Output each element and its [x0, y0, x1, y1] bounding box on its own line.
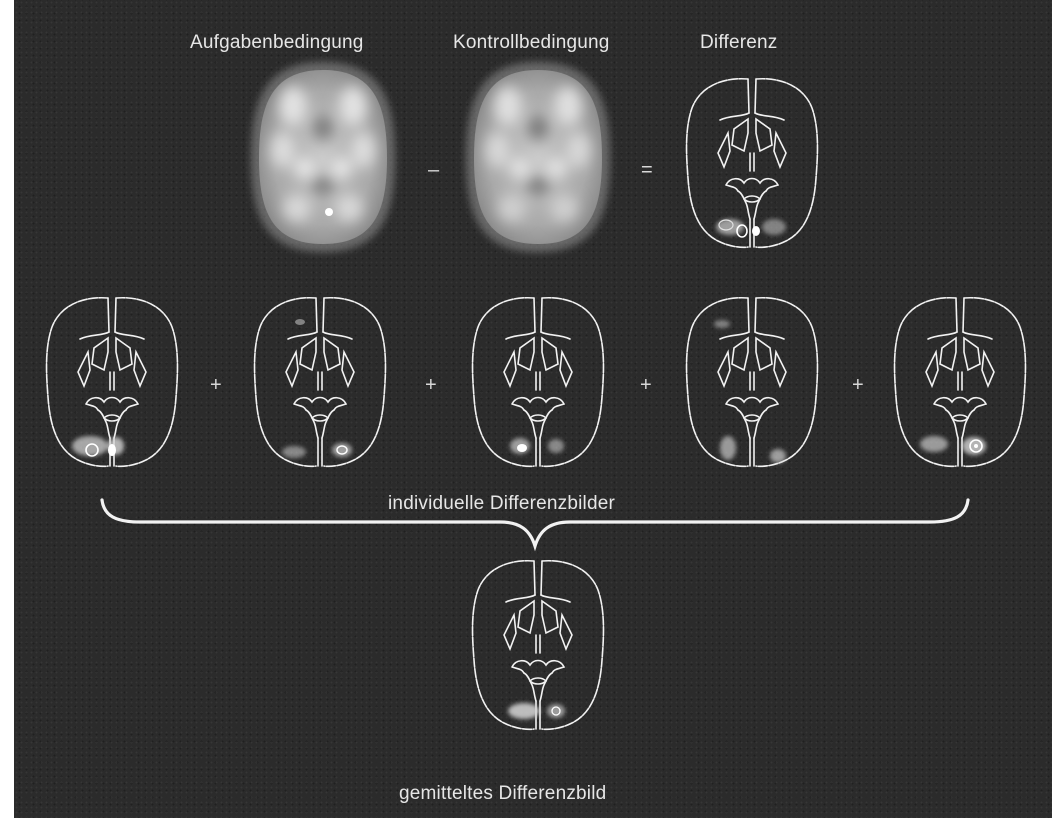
label-difference: Differenz — [700, 32, 778, 54]
plus-operator-1: + — [210, 374, 222, 397]
label-control-condition: Kontrollbedingung — [453, 32, 610, 54]
individual-difference-image-2 — [255, 298, 386, 467]
equals-operator: = — [641, 159, 653, 182]
plus-operator-2: + — [425, 374, 437, 397]
difference-brain-outline — [687, 79, 818, 248]
plus-operator-3: + — [640, 374, 652, 397]
label-individual-difference-images: individuelle Differenzbilder — [388, 493, 615, 515]
averaged-difference-brain-outline — [473, 561, 604, 730]
individual-difference-image-3 — [473, 298, 604, 467]
pet-scan-control-condition — [466, 62, 610, 253]
individual-difference-image-5 — [895, 298, 1026, 467]
label-task-condition: Aufgabenbedingung — [190, 32, 364, 54]
individual-difference-image-1 — [47, 298, 178, 467]
minus-operator: – — [428, 159, 439, 182]
pet-scan-task-condition — [251, 62, 395, 253]
individual-difference-image-4 — [687, 298, 818, 467]
plus-operator-4: + — [852, 374, 864, 397]
label-averaged-difference-image: gemitteltes Differenzbild — [399, 783, 606, 805]
